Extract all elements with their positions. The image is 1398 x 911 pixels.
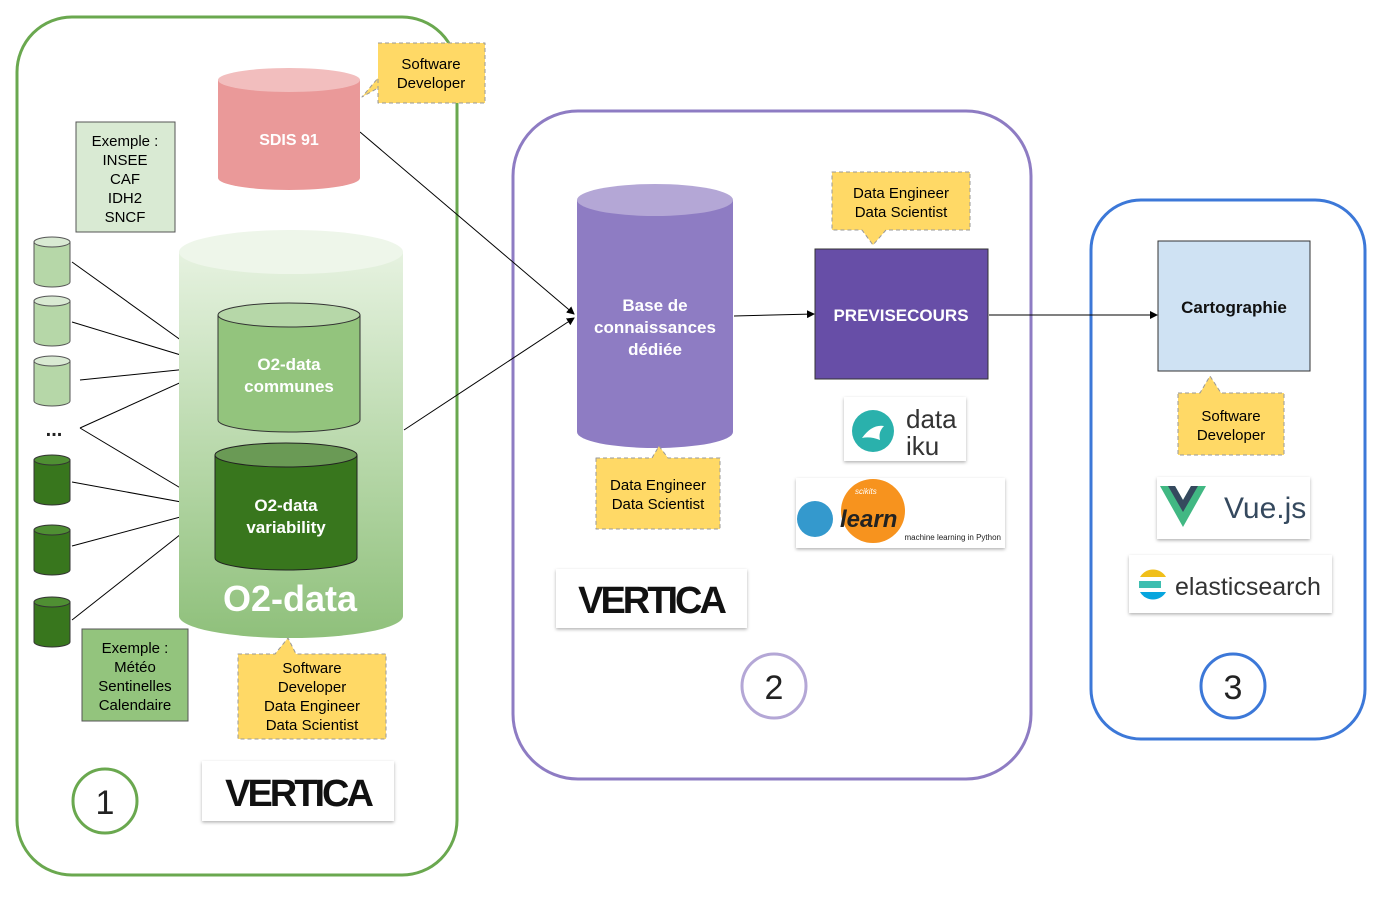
cartographie-box: Cartographie <box>1157 240 1311 372</box>
previsecours-box: PREVISECOURS <box>814 248 989 380</box>
sources-ellipsis: ... <box>46 419 63 441</box>
communes-label-2: communes <box>244 377 334 396</box>
example-top-line-2: INSEE <box>102 152 147 169</box>
sklearn-blue-circle <box>797 501 833 537</box>
base-de-connaissances-database: Base de connaissances dédiée <box>577 184 733 448</box>
example-top-line-3: CAF <box>110 171 140 188</box>
elasticsearch-logo: elasticsearch <box>1129 555 1332 613</box>
panel-2-number: 2 <box>765 669 784 707</box>
role-carto-line-1: Software <box>1201 408 1260 425</box>
base-label-3: dédiée <box>628 340 682 359</box>
example-bottom-line-4: Calendaire <box>99 697 172 714</box>
sklearn-orange-circle <box>841 479 905 543</box>
role-callout-previsecours: Data Engineer Data Scientist <box>831 171 971 246</box>
example-bottom-line-2: Météo <box>114 659 156 676</box>
example-bottom-line-1: Exemple : <box>102 640 169 657</box>
role-callout-o2data: Software Developer Data Engineer Data Sc… <box>237 637 387 740</box>
base-label-2: connaissances <box>594 318 716 337</box>
role-callout-sdis: Software Developer <box>361 42 486 104</box>
previsecours-label: PREVISECOURS <box>833 306 968 325</box>
variability-label-2: variability <box>246 518 326 537</box>
vue-text: Vue.js <box>1224 492 1306 525</box>
role-o2data-line-3: Data Engineer <box>264 698 360 715</box>
role-o2data-line-2: Developer <box>278 679 346 696</box>
arrow-base-previsecours <box>733 310 815 319</box>
role-carto-line-2: Developer <box>1197 427 1265 444</box>
vuejs-logo: Vue.js <box>1157 477 1310 539</box>
role-o2data-line-1: Software <box>282 660 341 677</box>
example-top-line-1: Exemple : <box>92 133 159 150</box>
base-label-1: Base de <box>622 296 687 315</box>
dataiku-text-1: data <box>906 404 957 434</box>
source-cylinder-5 <box>33 524 71 576</box>
source-cylinder-1 <box>33 236 71 288</box>
panel-3-number-badge: 3 <box>1199 652 1267 720</box>
role-previsecours-line-2: Data Scientist <box>855 204 948 221</box>
sklearn-scikits: scikits <box>855 487 877 496</box>
role-base-line-2: Data Scientist <box>612 496 705 513</box>
panel-1-number: 1 <box>96 784 115 822</box>
source-cylinder-3 <box>33 355 71 407</box>
example-bottom-line-3: Sentinelles <box>98 678 171 695</box>
role-sdis-line-1: Software <box>401 56 460 73</box>
vertica-logo-1: VERTICA <box>202 761 394 821</box>
panel-1-border <box>15 15 459 877</box>
communes-label-1: O2-data <box>257 355 321 374</box>
dataiku-logo: data iku <box>844 397 966 461</box>
elastic-text: elasticsearch <box>1175 573 1321 601</box>
source-cylinder-6 <box>33 596 71 648</box>
sdis-label: SDIS 91 <box>259 132 319 149</box>
examples-box-top: Exemple : INSEE CAF IDH2 SNCF <box>75 121 176 233</box>
o2-data-warehouse: O2-data <box>179 230 403 638</box>
arrow-sdis-base <box>359 131 575 315</box>
vertica-logo-1-text: VERTICA <box>225 773 373 815</box>
role-base-line-1: Data Engineer <box>610 477 706 494</box>
sklearn-tagline: machine learning in Python <box>904 533 1001 542</box>
sdis-cylinder-body <box>218 80 360 190</box>
panel-1-number-badge: 1 <box>71 767 139 835</box>
sdis-cylinder-top <box>218 68 360 92</box>
o2-data-title: O2-data <box>223 578 358 619</box>
source-cylinder-4 <box>33 454 71 506</box>
role-sdis-line-2: Developer <box>397 75 465 92</box>
example-top-line-4: IDH2 <box>108 190 142 207</box>
panel-3-number: 3 <box>1224 669 1243 707</box>
dataiku-text-2: iku <box>906 431 939 461</box>
o2-data-communes-database: O2-data communes <box>217 302 361 433</box>
source-cylinder-2 <box>33 295 71 347</box>
role-o2data-line-4: Data Scientist <box>266 717 359 734</box>
role-callout-cartographie: Software Developer <box>1177 375 1285 456</box>
role-callout-base: Data Engineer Data Scientist <box>595 445 721 530</box>
o2-data-variability-database: O2-data variability <box>214 442 358 571</box>
vertica-logo-2: VERTICA <box>556 569 747 628</box>
panel-2-border <box>511 109 1033 781</box>
o2-cylinder-top <box>179 230 403 274</box>
scikit-learn-logo: scikits learn machine learning in Python <box>796 478 1005 548</box>
vertica-logo-2-text: VERTICA <box>578 580 726 622</box>
arrow-o2data-base <box>403 317 575 431</box>
sklearn-learn: learn <box>840 506 897 533</box>
role-previsecours-line-1: Data Engineer <box>853 185 949 202</box>
panel-2-number-badge: 2 <box>740 652 808 720</box>
variability-label-1: O2-data <box>254 496 318 515</box>
examples-box-bottom: Exemple : Météo Sentinelles Calendaire <box>81 628 189 722</box>
sdis-91-database: SDIS 91 <box>218 68 360 190</box>
example-top-line-5: SNCF <box>105 209 146 226</box>
connectors <box>71 131 1158 621</box>
cartographie-label: Cartographie <box>1181 298 1287 317</box>
panel-3-border <box>1089 198 1367 741</box>
